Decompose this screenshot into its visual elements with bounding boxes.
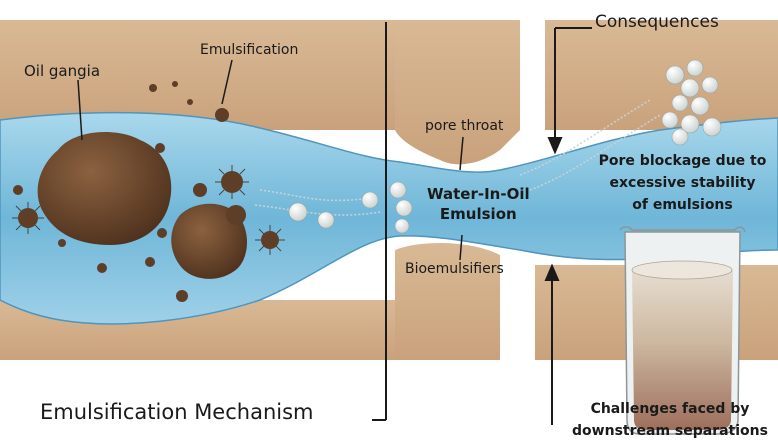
- oil-bead: [193, 183, 207, 197]
- emulsion-droplet: [396, 200, 412, 216]
- emulsion-droplet: [691, 97, 709, 115]
- pore-blockage-line3: of emulsions: [585, 194, 778, 216]
- oil-bead: [58, 239, 66, 247]
- emulsion-droplet: [390, 182, 406, 198]
- beaker-surface: [632, 261, 732, 279]
- oil-bead: [226, 205, 246, 225]
- bioemulsifiers-label: Bioemulsifiers: [405, 262, 504, 276]
- pore-blockage-line2: excessive stability: [585, 172, 778, 194]
- mechanism-title: Emulsification Mechanism: [40, 402, 314, 423]
- water-in-oil-emulsion-label: Water-In-Oil Emulsion: [427, 184, 530, 224]
- challenges-line1: Challenges faced by: [555, 398, 778, 420]
- emulsion-droplet: [702, 77, 718, 93]
- oil-bead: [155, 143, 165, 153]
- water-in-oil-line2: Emulsion: [427, 204, 530, 224]
- consequences-label: Consequences: [595, 14, 719, 31]
- challenges-label: Challenges faced by downstream separatio…: [555, 398, 778, 442]
- pore-blockage-label: Pore blockage due to excessive stability…: [585, 150, 778, 216]
- oil-bead: [149, 84, 157, 92]
- rock-upper-pore-wall: [395, 20, 520, 164]
- emulsification-label: Emulsification: [200, 43, 298, 57]
- pore-blockage-line1: Pore blockage due to: [585, 150, 778, 172]
- oil-bead: [97, 263, 107, 273]
- spiky-droplet: [255, 225, 285, 255]
- emulsion-droplet: [362, 192, 378, 208]
- oil-bead: [13, 185, 23, 195]
- oil-bead: [172, 81, 178, 87]
- emulsion-droplet: [395, 219, 409, 233]
- challenges-line2: downstream separations: [555, 420, 778, 442]
- emulsion-droplet: [672, 129, 688, 145]
- rock-upper-right: [545, 20, 778, 130]
- emulsion-droplet: [666, 66, 684, 84]
- emulsion-droplet: [703, 118, 721, 136]
- emulsion-droplet: [318, 212, 334, 228]
- oil-gangia-label: Oil gangia: [24, 64, 100, 79]
- spiky-droplet: [215, 165, 249, 199]
- oil-bead: [176, 290, 188, 302]
- emulsion-droplet: [662, 112, 678, 128]
- emulsion-droplet: [672, 95, 688, 111]
- oil-bead: [215, 108, 229, 122]
- oil-bead: [187, 99, 193, 105]
- water-in-oil-line1: Water-In-Oil: [427, 184, 530, 204]
- emulsion-droplet: [289, 203, 307, 221]
- oil-bead: [157, 228, 167, 238]
- oil-bead: [145, 257, 155, 267]
- emulsion-droplet: [687, 60, 703, 76]
- consequences-arrowhead: [549, 138, 561, 152]
- emulsion-droplet: [681, 79, 699, 97]
- pore-throat-label: pore throat: [425, 119, 503, 133]
- spiky-droplet: [12, 202, 44, 234]
